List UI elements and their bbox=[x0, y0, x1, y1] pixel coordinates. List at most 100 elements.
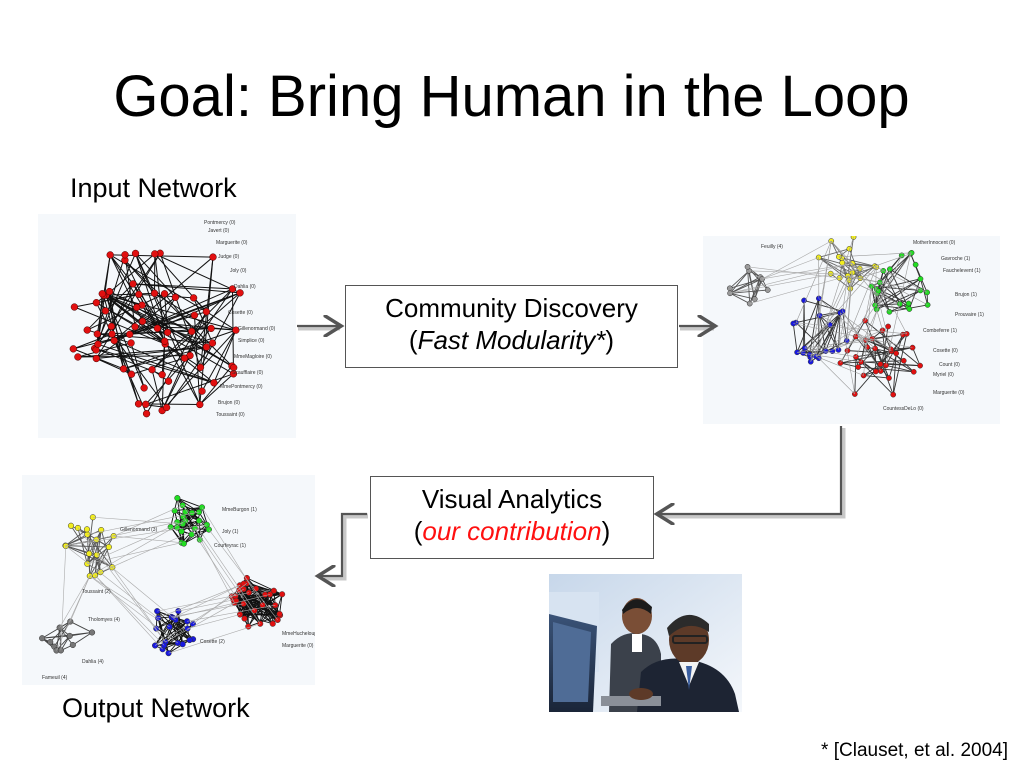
graph-edge bbox=[151, 369, 163, 411]
graph-node bbox=[190, 311, 199, 319]
graph-edge bbox=[156, 610, 190, 641]
community-discovery-box: Community Discovery (Fast Modularity*) bbox=[345, 285, 678, 368]
graph-node bbox=[160, 290, 169, 298]
graph-node bbox=[909, 344, 916, 351]
graph-edge bbox=[166, 342, 213, 408]
graph-edge bbox=[815, 320, 866, 357]
graph-edge bbox=[200, 292, 241, 368]
graph-edge bbox=[77, 342, 132, 358]
graph-edge bbox=[73, 333, 130, 350]
graph-edge bbox=[815, 330, 883, 357]
node-label: Toussaint (2) bbox=[82, 589, 111, 595]
graph-edge bbox=[842, 275, 849, 312]
graph-edge bbox=[199, 257, 214, 405]
graph-node bbox=[66, 632, 73, 639]
graph-edge bbox=[818, 257, 850, 281]
graph-node bbox=[129, 280, 137, 288]
graph-edge bbox=[244, 592, 250, 619]
graph-node bbox=[127, 339, 135, 347]
input-network-graph: Pontmercy (0)Javert (0)Marguerite (0)Jud… bbox=[38, 214, 296, 438]
graph-node bbox=[133, 303, 141, 312]
graph-edge bbox=[819, 240, 832, 316]
graph-edge bbox=[77, 346, 207, 358]
graph-edge bbox=[876, 293, 892, 350]
graph-edge bbox=[97, 333, 213, 344]
graph-edge bbox=[841, 257, 875, 267]
input-network-label: Input Network bbox=[70, 173, 237, 203]
graph-edge bbox=[255, 588, 283, 595]
graph-node bbox=[790, 320, 797, 327]
graph-edge bbox=[70, 621, 93, 633]
graph-edge bbox=[77, 527, 88, 564]
graph-node bbox=[229, 370, 238, 378]
graph-edge bbox=[818, 257, 853, 274]
graph-edge bbox=[875, 350, 892, 372]
graph-edge bbox=[211, 327, 236, 331]
graph-edge bbox=[729, 278, 763, 289]
graph-edge bbox=[762, 263, 853, 280]
graph-edge bbox=[838, 272, 853, 350]
graph-node bbox=[188, 327, 196, 336]
graph-edge bbox=[879, 282, 908, 335]
graph-node bbox=[161, 337, 169, 345]
graph-edge bbox=[912, 347, 921, 366]
graph-edge bbox=[818, 357, 856, 395]
graph-node bbox=[92, 354, 101, 363]
graph-node bbox=[164, 377, 173, 385]
node-label: Scaufflaire (0) bbox=[232, 370, 263, 376]
graph-edge bbox=[72, 632, 93, 646]
graph-edge bbox=[112, 567, 166, 643]
graph-node bbox=[174, 495, 181, 502]
graph-edge bbox=[77, 527, 166, 643]
graph-edge bbox=[804, 266, 877, 349]
graph-node bbox=[877, 361, 884, 367]
node-label: Prouvaire (1) bbox=[955, 312, 984, 318]
graph-node bbox=[93, 330, 101, 338]
graph-edge bbox=[729, 270, 750, 294]
graph-edge bbox=[187, 604, 276, 622]
graph-edge bbox=[847, 350, 897, 354]
graph-edge bbox=[747, 266, 840, 279]
graph-edge bbox=[65, 545, 159, 619]
graph-edge bbox=[173, 585, 241, 619]
graph-node bbox=[126, 330, 134, 338]
graph-node bbox=[106, 251, 114, 259]
graph-edge bbox=[838, 252, 912, 258]
graph-edge bbox=[154, 588, 244, 646]
graph-edge bbox=[65, 545, 109, 548]
graph-edge bbox=[818, 312, 841, 359]
graph-node bbox=[83, 326, 91, 334]
graph-edge bbox=[730, 263, 853, 294]
graph-edge bbox=[854, 356, 857, 395]
node-label: Marguerite (0) bbox=[282, 643, 314, 649]
graph-node bbox=[67, 522, 75, 529]
graph-edge bbox=[174, 506, 203, 512]
graph-node bbox=[138, 317, 147, 325]
graph-edge bbox=[96, 554, 176, 621]
graph-node bbox=[269, 620, 276, 627]
node-label: Cosette (0) bbox=[228, 310, 253, 316]
graph-edge bbox=[174, 510, 200, 522]
node-label: Count (0) bbox=[939, 362, 960, 368]
graph-edge bbox=[184, 288, 233, 359]
node-label: MmeBurgon (1) bbox=[222, 507, 257, 513]
graph-edge bbox=[182, 516, 236, 597]
graph-edge bbox=[818, 298, 841, 314]
graph-edge bbox=[802, 300, 805, 353]
graph-node bbox=[207, 324, 215, 333]
graph-node bbox=[140, 384, 148, 392]
node-label: Simplice (0) bbox=[238, 338, 265, 344]
graph-edge bbox=[168, 623, 261, 654]
graph-edge bbox=[208, 529, 278, 621]
graph-node bbox=[86, 550, 93, 557]
graph-node bbox=[163, 328, 172, 337]
graph-edge bbox=[729, 292, 755, 300]
graph-node bbox=[202, 343, 211, 351]
graph-edge bbox=[87, 526, 171, 565]
graph-edge bbox=[874, 253, 911, 267]
graph-edge bbox=[100, 524, 207, 573]
graph-node bbox=[198, 387, 206, 395]
node-label: Tholomyes (4) bbox=[88, 617, 120, 623]
graph-edge bbox=[59, 627, 62, 651]
graph-edge bbox=[839, 312, 856, 395]
